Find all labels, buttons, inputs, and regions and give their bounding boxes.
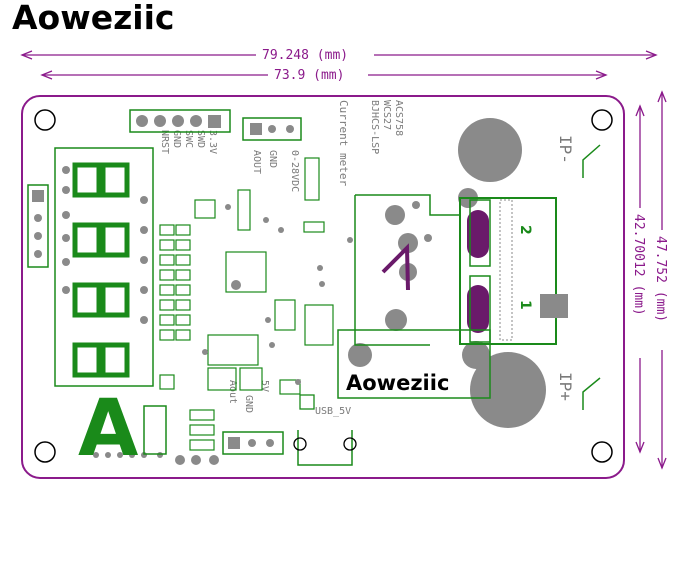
overlay-brand: Aoweziic [346, 371, 449, 395]
mounting-holes [34, 109, 613, 463]
bjhcs-label: BJHCS-LSP [369, 100, 380, 154]
terminal-pads [348, 118, 546, 428]
left-header [27, 184, 49, 268]
gnd3-label: GND [243, 395, 254, 413]
silk-text-block: ACS758 WCS27 BJHCS-LSP Current meter 0-2… [159, 100, 404, 413]
large-letter-a: A [78, 384, 138, 474]
aout2-label: Aout [227, 380, 238, 404]
usb-connector [293, 394, 357, 466]
aout-label: AOUT [251, 150, 262, 174]
pin1-label: 1 [517, 300, 533, 310]
smd-components [159, 157, 334, 451]
wcs27-label: WCS27 [381, 100, 392, 130]
board-outline [21, 95, 625, 479]
ip-minus-label: IP- [556, 135, 575, 164]
power-header [222, 431, 284, 455]
vias [93, 201, 432, 465]
dimension-width-inner: 73.9 (mm) [40, 66, 608, 83]
nrst-label: NRST [159, 130, 170, 154]
width-inner-label: 73.9 (mm) [274, 68, 344, 83]
range-label: 0-28VDC [289, 150, 300, 192]
gnd-label: GND [267, 150, 278, 168]
dimension-height-outer: 47.752 (mm) [653, 90, 671, 470]
height-inner-label: 42.70012 (mm) [631, 214, 646, 316]
v33-label: 3.3V [207, 130, 218, 154]
width-outer-label: 79.248 (mm) [262, 48, 348, 63]
pin2-label: 2 [517, 225, 533, 235]
programming-header [129, 109, 231, 133]
usb5v-label: USB_5V [315, 406, 351, 417]
brand-title: Aoweziic [12, 0, 175, 37]
dimension-width-outer: 79.248 (mm) [20, 46, 658, 63]
output-header [242, 117, 302, 141]
acs758-label: ACS758 [393, 100, 404, 136]
sensor-footprint [337, 194, 491, 399]
gnd2-label: GND [171, 130, 182, 148]
ip-plus-label: IP+ [556, 372, 575, 401]
current-meter-label: Current meter [337, 100, 350, 186]
height-outer-label: 47.752 (mm) [653, 236, 668, 322]
dimension-height-inner: 42.70012 (mm) [631, 104, 649, 454]
seven-segment-display [54, 147, 154, 387]
sensor-mark [381, 243, 410, 291]
shunt-connector: 2 1 [459, 197, 568, 345]
swc-label: SWC [183, 130, 194, 148]
swd-label: SWD [195, 130, 206, 148]
v5-label: 5V [259, 380, 270, 392]
